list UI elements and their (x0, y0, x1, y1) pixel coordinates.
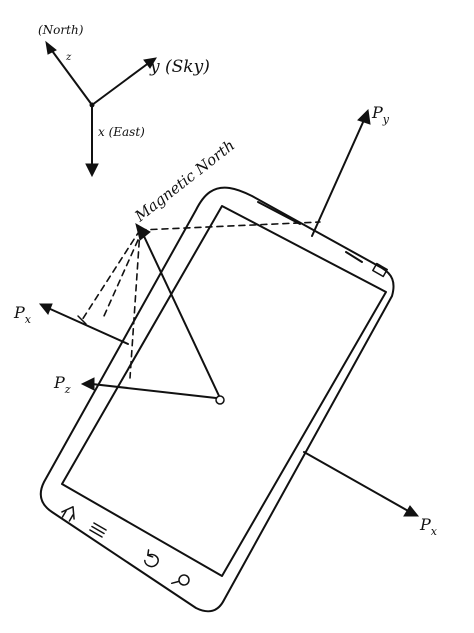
px-right-vector-line (303, 451, 411, 513)
side-button-top (257, 201, 301, 225)
dash-mn-inner (103, 239, 139, 317)
y-sky-label: y (Sky) (149, 57, 210, 77)
magnetic-north-label: Magnetic North (131, 136, 239, 226)
phone-center-point (215, 395, 225, 405)
pz-vector-arrowhead (80, 377, 95, 391)
px-left-vector-arrowhead (38, 303, 53, 315)
magnetic-north-vector (135, 222, 225, 405)
x-axis-arrowhead (85, 163, 99, 178)
z-axis-arrowhead (45, 40, 57, 55)
side-button-mid (345, 251, 363, 263)
north-label: (North) (38, 23, 84, 37)
y-axis-arrowhead (143, 57, 157, 69)
projection-lines (81, 221, 321, 379)
pz-vector (80, 377, 217, 399)
mn-vector-line (141, 231, 221, 399)
py-label: Py (371, 103, 390, 126)
y-axis-line (91, 61, 151, 106)
x-east-label: x (East) (98, 125, 145, 139)
side-button-small (372, 262, 388, 278)
phone-outer-frame (39, 186, 395, 613)
axis-triad: (North) z y (Sky) x (East) (38, 23, 210, 178)
origin-dot (89, 102, 95, 108)
px-left-vector (38, 303, 129, 345)
py-vector-arrowhead (357, 108, 371, 125)
px-right-vector-arrowhead (403, 505, 420, 517)
px-left-vector-line (47, 307, 129, 345)
dash-mn-to-py (139, 221, 321, 231)
py-vector (311, 108, 371, 237)
z-axis-line (49, 47, 93, 106)
px-left-tick (77, 315, 87, 325)
search-icon[interactable] (170, 571, 191, 590)
dash-mn-to-px (81, 229, 141, 321)
px-right-vector (303, 451, 420, 517)
dash-mn-to-pz (129, 229, 141, 379)
menu-icon[interactable] (89, 522, 107, 538)
py-vector-line (311, 119, 365, 237)
phone (39, 186, 395, 613)
pz-label: Pz (53, 373, 71, 396)
z-label: z (65, 52, 72, 63)
pz-vector-line (91, 383, 217, 399)
px-left-label: Px (13, 303, 32, 326)
home-icon[interactable] (60, 503, 79, 522)
px-right-label: Px (419, 515, 438, 538)
back-icon[interactable] (142, 549, 161, 569)
phone-screen (61, 205, 387, 577)
